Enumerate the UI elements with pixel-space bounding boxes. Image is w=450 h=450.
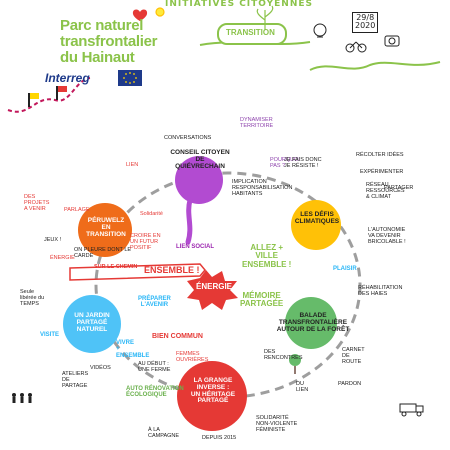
- note-solidarite-bottom: SOLIDARITÉ NON-VIOLENTE FÉMINISTE: [256, 415, 298, 433]
- bulb-icon: [313, 23, 327, 38]
- park-name: Parc naturel transfrontalier du Hainaut: [60, 17, 158, 66]
- note-rehabilitation: RÉHABILITATION DES HAIES: [358, 285, 403, 297]
- top-strip-title: INITIATIVES CITOYENNES: [165, 0, 313, 9]
- heart-icon: [132, 9, 148, 21]
- node-title-jardin: UN JARDIN PARTAGÉ NATUREL: [74, 312, 110, 333]
- plaisir-label: PLAISIR: [333, 266, 357, 272]
- allez-ville-label: ALLEZ + VILLE ENSEMBLE !: [242, 243, 292, 269]
- note-energie-left: ÉNERGIE: [50, 255, 75, 261]
- node-grange: [177, 361, 247, 431]
- note-carnet: CARNET DE ROUTE: [342, 347, 365, 365]
- node-defis: [291, 200, 341, 250]
- note-jeux: JEUX !: [44, 237, 62, 243]
- note-autonomie: L'AUTONOMIE VA DEVENIR BRICOLABLE !: [368, 227, 406, 245]
- node-conseil: [175, 156, 223, 204]
- connecting-loop: [94, 171, 362, 399]
- node-title-grange: LA GRANGE INVERSE : UN HÉRITAGE PARTAGÉ: [190, 377, 236, 405]
- note-femmes: FEMMES OUVRIÈRES: [176, 351, 209, 363]
- route-path: [7, 77, 91, 113]
- note-recolter: RÉCOLTER IDÉES: [356, 152, 404, 158]
- ensemble-arrow: [69, 263, 206, 281]
- lien-social-label: LIEN SOCIAL: [176, 244, 215, 250]
- tree-icon: [289, 354, 301, 374]
- bien-commun-label: BIEN COMMUN: [152, 333, 203, 340]
- note-videos: VIDÉOS: [90, 365, 111, 371]
- note-rencontres: DES RENCONTRES: [264, 349, 303, 361]
- node-title-peruwelz: PÉRUWELZ EN TRANSITION: [86, 217, 126, 238]
- note-seule: Seule libérée du TEMPS: [20, 289, 45, 307]
- note-projets: DES PROJETS A VENIR: [24, 194, 50, 212]
- note-auto-renov: AUTO RÉNOVATION ÉCOLOGIQUE: [126, 386, 184, 399]
- camera-icon: [384, 35, 400, 47]
- eu-flag: [118, 70, 142, 86]
- transition-bubble: [217, 23, 287, 45]
- lien-social-drip: [185, 197, 193, 245]
- flag-icon: [28, 86, 67, 107]
- interreg-logo-text: Interreg: [45, 71, 90, 85]
- note-partager: PARTAGER: [384, 185, 414, 191]
- eu-stars: [123, 72, 137, 84]
- bike-icon: [345, 41, 367, 53]
- node-title-balade: BALADE TRANSFRONTALIÈRE AUTOUR DE LA FOR…: [276, 312, 350, 333]
- note-implication: IMPLICATION RESPONSABILISATION HABITANTS: [232, 179, 293, 197]
- node-title-conseil: CONSEIL CITOYEN DE QUIÉVRECHAIN: [170, 149, 230, 170]
- solidarite-label: Solidarité: [140, 211, 163, 217]
- truck-icon: [399, 403, 424, 417]
- note-croire: CROIRE EN UN FUTUR POSITIF: [130, 233, 161, 251]
- sun-icon: [155, 7, 165, 17]
- note-au-debut: AU DÉBUT : UNE FERME: [138, 361, 171, 373]
- plant-icon: [256, 5, 274, 30]
- node-jardin: [63, 295, 121, 353]
- note-ateliers: ATELIERS DE PARTAGE: [62, 371, 89, 389]
- note-pourquoi: POURQUOI PAS ?: [270, 157, 300, 169]
- people-icon: [12, 393, 32, 403]
- ensemble-label: ENSEMBLE !: [144, 265, 200, 275]
- note-conversations: CONVERSATIONS: [164, 135, 212, 141]
- note-vivre-plus: VIVRE + ENSEMBLE: [116, 340, 150, 359]
- note-dynamiser: DYNAMISER TERRITOIRE: [240, 117, 274, 129]
- note-jesuis: JE FAIS DONC JE RÉSISTE !: [284, 157, 322, 169]
- date-stamp: 29/8 2020: [352, 12, 379, 33]
- note-visite: VISITE: [40, 332, 60, 338]
- memoire-label: MÉMOIRE PARTAGÉE: [240, 291, 284, 309]
- note-depuis: DEPUIS 2015: [202, 435, 237, 441]
- preparer-label: PRÉPARER L'AVENIR: [138, 296, 171, 309]
- wave-line: [309, 61, 441, 71]
- node-peruwelz: [78, 203, 132, 257]
- node-title-defis: LES DÉFIS CLIMATIQUES: [294, 211, 340, 225]
- note-du-lien: DU LIEN: [296, 381, 309, 393]
- transition-label: TRANSITION: [226, 28, 275, 37]
- note-reseau: RÉSEAU RESSOURCES & CLIMAT: [366, 182, 405, 200]
- sur-le-chemin-label: SUR LE CHEMIN: [94, 264, 138, 270]
- node-balade: [285, 297, 337, 349]
- energie-burst: [187, 270, 238, 310]
- note-experimenter: EXPÉRIMENTER: [360, 169, 404, 175]
- note-ala-campagne: À LA CAMPAGNE: [148, 427, 180, 439]
- energie-label: ÉNERGIE: [196, 282, 233, 291]
- lien-label: LIEN: [126, 162, 139, 168]
- note-parlage: PARLAGE: [64, 207, 90, 213]
- note-pardon: PARDON: [338, 381, 362, 387]
- note-on-pleure: ON PLEURE DONT LE CARDE: [74, 247, 132, 259]
